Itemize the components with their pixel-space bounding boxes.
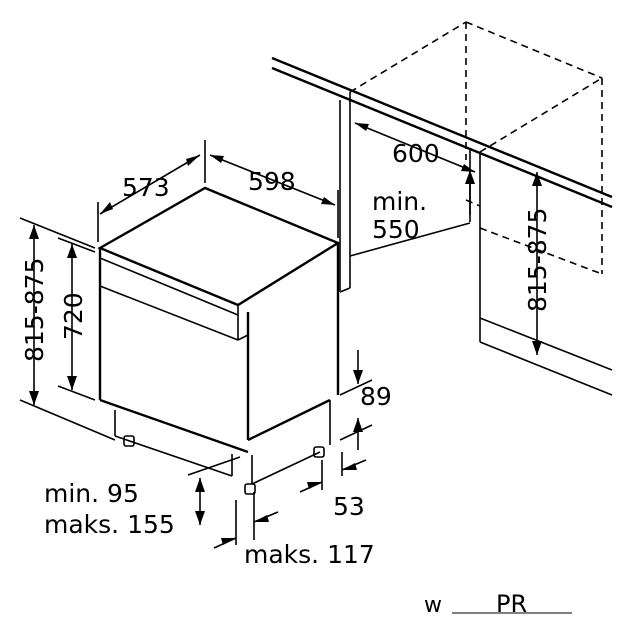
brand-logo-icon: PR [452, 590, 572, 618]
depth-label: 573 [122, 173, 170, 202]
left-height-range-label: 815-875 [20, 258, 49, 362]
niche-min-label-line2: 550 [372, 215, 420, 244]
width-label: 598 [248, 167, 296, 196]
kitchen-niche [271, 21, 613, 396]
foot-setback-label: maks. 117 [244, 540, 375, 569]
dishwasher [97, 186, 341, 495]
body-height-label: 720 [59, 292, 88, 340]
foot-max-label: maks. 155 [44, 510, 175, 539]
plinth-depth-label: 53 [333, 492, 365, 521]
right-height-range-label: 815-875 [523, 208, 552, 312]
plinth-height-label: 89 [360, 382, 392, 411]
niche-width-label: 600 [392, 139, 440, 168]
watermark-letter: w [424, 593, 442, 618]
dimension-labels: 573 598 600 min. 550 89 53 min. 95 maks.… [20, 139, 552, 569]
foot-min-label: min. 95 [44, 479, 139, 508]
logo-letters: PR [496, 590, 527, 618]
watermark: w PR [424, 590, 572, 618]
niche-min-label-line1: min. [372, 187, 427, 216]
dimension-lines [19, 122, 542, 549]
